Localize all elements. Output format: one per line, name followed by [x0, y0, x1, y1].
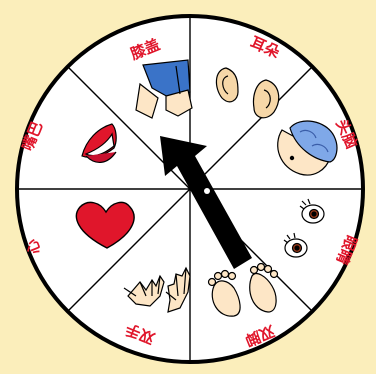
brain-icon: [277, 120, 338, 176]
ear-icon: [215, 67, 280, 119]
spinner-arrow[interactable]: [160, 136, 252, 269]
feet-icon: [207, 262, 279, 317]
segment-heart: 心: [22, 201, 135, 258]
knee-icon: [135, 59, 193, 119]
segment-hands: 双手: [123, 266, 191, 348]
eyes-icon: [283, 198, 325, 258]
hands-icon: [123, 266, 191, 313]
arrow-pointer-icon: [160, 136, 252, 269]
segment-feet: 双脚: [207, 262, 279, 350]
heart-icon: [75, 201, 135, 249]
wheel-pivot: [204, 188, 210, 194]
segment-brain: 头脑: [277, 117, 361, 176]
lips-icon: [81, 123, 117, 163]
segment-label-heart: 心: [22, 237, 44, 258]
